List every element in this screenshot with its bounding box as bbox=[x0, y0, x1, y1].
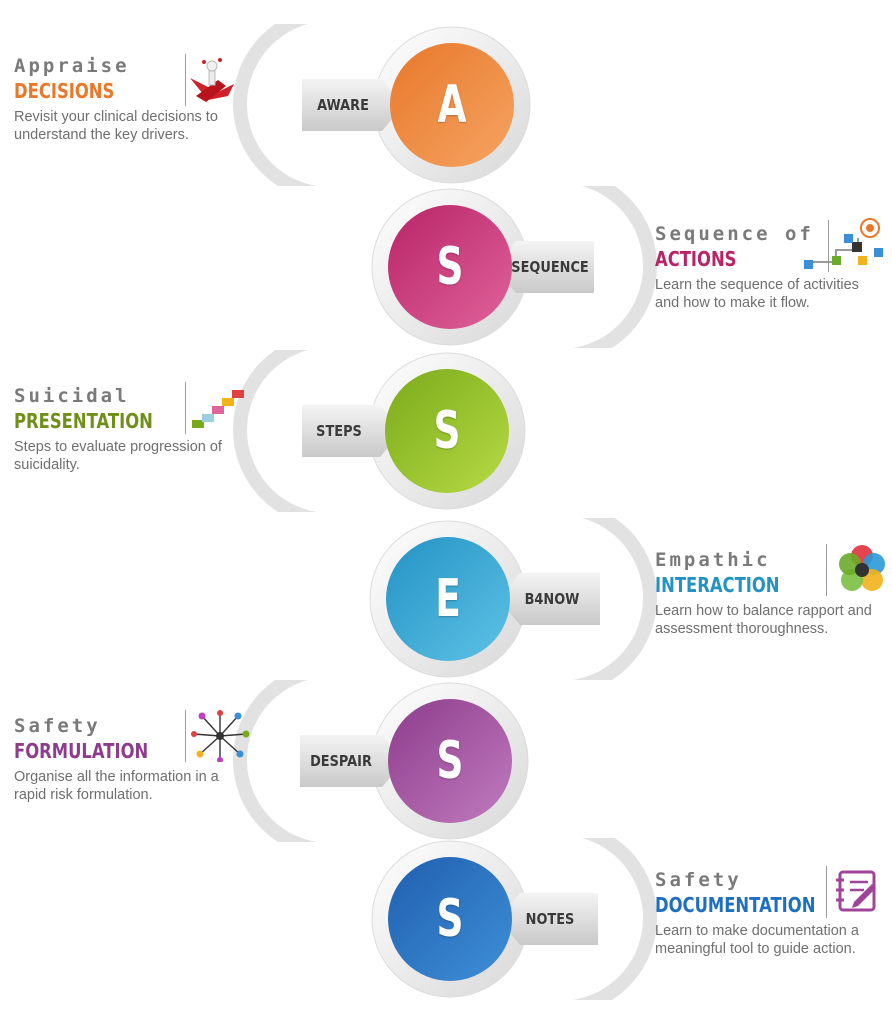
step-circle-graphic bbox=[233, 24, 531, 186]
step-kicker: Safety bbox=[14, 715, 101, 737]
spine-arc bbox=[233, 24, 318, 186]
divider bbox=[185, 382, 186, 434]
divider bbox=[826, 866, 827, 918]
step-headline: FORMULATION bbox=[14, 739, 149, 763]
step-tab-label: AWARE bbox=[317, 96, 369, 114]
step-headline: ACTIONS bbox=[655, 247, 737, 271]
step-body: Learn to make documentation a meaningful… bbox=[655, 923, 859, 957]
step-aware: A AWARE Appraise DECISIONS Revisit your … bbox=[0, 24, 892, 186]
step-circle-graphic bbox=[233, 350, 526, 512]
step-headline: PRESENTATION bbox=[14, 409, 153, 433]
step-body: Steps to evaluate progression of suicida… bbox=[14, 439, 222, 473]
step-tab-label: DESPAIR bbox=[310, 752, 372, 770]
step-tab-label: SEQUENCE bbox=[511, 258, 589, 276]
step-tab-label: B4NOW bbox=[524, 590, 580, 608]
decision-arrows-icon bbox=[190, 58, 234, 102]
step-description: Appraise DECISIONS Revisit your clinical… bbox=[14, 54, 254, 144]
step-letter: S bbox=[436, 731, 464, 791]
divider bbox=[828, 220, 829, 272]
step-description: Safety DOCUMENTATION Learn to make docum… bbox=[655, 868, 892, 958]
step-steps: S STEPS Suicidal PRESENTATION Steps to e… bbox=[0, 350, 892, 512]
step-description: Safety FORMULATION Organise all the info… bbox=[14, 714, 254, 804]
step-kicker: Empathic bbox=[655, 549, 771, 571]
step-body: Organise all the information in a rapid … bbox=[14, 769, 219, 803]
step-headline: DOCUMENTATION bbox=[655, 893, 816, 917]
step-letter: S bbox=[436, 237, 464, 297]
step-circle-graphic bbox=[371, 838, 657, 1000]
step-description: Suicidal PRESENTATION Steps to evaluate … bbox=[14, 384, 254, 474]
step-circle-graphic bbox=[369, 518, 657, 680]
notepad-edit-icon bbox=[836, 870, 876, 912]
step-circle-graphic bbox=[371, 186, 657, 348]
step-kicker: Appraise bbox=[14, 55, 130, 77]
step-sequence: S SEQUENCE Sequence of ACTIONS Learn the… bbox=[0, 186, 892, 348]
divider bbox=[185, 54, 186, 106]
step-letter: S bbox=[436, 889, 464, 949]
node-network-icon bbox=[191, 710, 250, 762]
step-body: Learn the sequence of activities and how… bbox=[655, 277, 859, 311]
step-b4now: E B4NOW Empathic INTERACTION Learn how t… bbox=[0, 518, 892, 680]
step-description: Sequence of ACTIONS Learn the sequence o… bbox=[655, 222, 892, 312]
step-headline: DECISIONS bbox=[14, 79, 115, 103]
step-notes: S NOTES Safety DOCUMENTATION Learn to ma… bbox=[0, 838, 892, 1000]
step-headline: INTERACTION bbox=[655, 573, 780, 597]
step-tab-label: STEPS bbox=[316, 422, 362, 440]
step-tab-label: NOTES bbox=[525, 910, 575, 928]
step-letter: S bbox=[433, 401, 461, 461]
step-description: Empathic INTERACTION Learn how to balanc… bbox=[655, 548, 892, 638]
step-body: Revisit your clinical decisions to under… bbox=[14, 109, 218, 143]
flow-network-icon bbox=[804, 218, 883, 269]
step-body: Learn how to balance rapport and assessm… bbox=[655, 603, 872, 637]
step-kicker: Safety bbox=[655, 869, 742, 891]
step-kicker: Suicidal bbox=[14, 385, 130, 407]
step-letter: E bbox=[435, 569, 461, 629]
step-kicker: Sequence of bbox=[655, 223, 814, 245]
divider bbox=[185, 710, 186, 762]
divider bbox=[826, 544, 827, 596]
step-letter: A bbox=[437, 75, 467, 135]
flower-circles-icon bbox=[839, 545, 885, 591]
step-circle-graphic bbox=[233, 680, 529, 842]
staircase-icon bbox=[192, 390, 244, 428]
step-despair: S DESPAIR Safety FORMULATION Organise al… bbox=[0, 680, 892, 842]
